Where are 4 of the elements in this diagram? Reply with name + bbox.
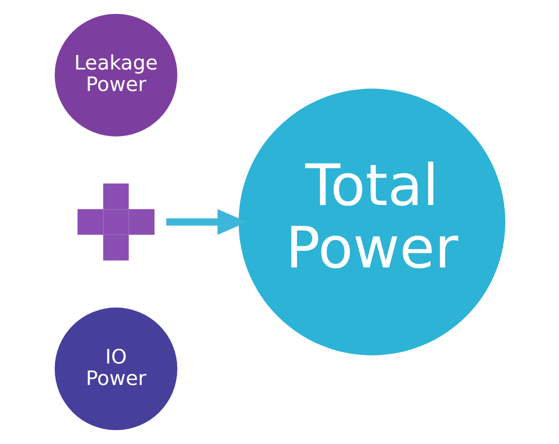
arrow	[166, 209, 247, 235]
node-circle: IO Power	[54, 308, 177, 430]
node-circle: Leakage Power	[54, 14, 177, 136]
node-circle: Total Power	[238, 88, 505, 356]
